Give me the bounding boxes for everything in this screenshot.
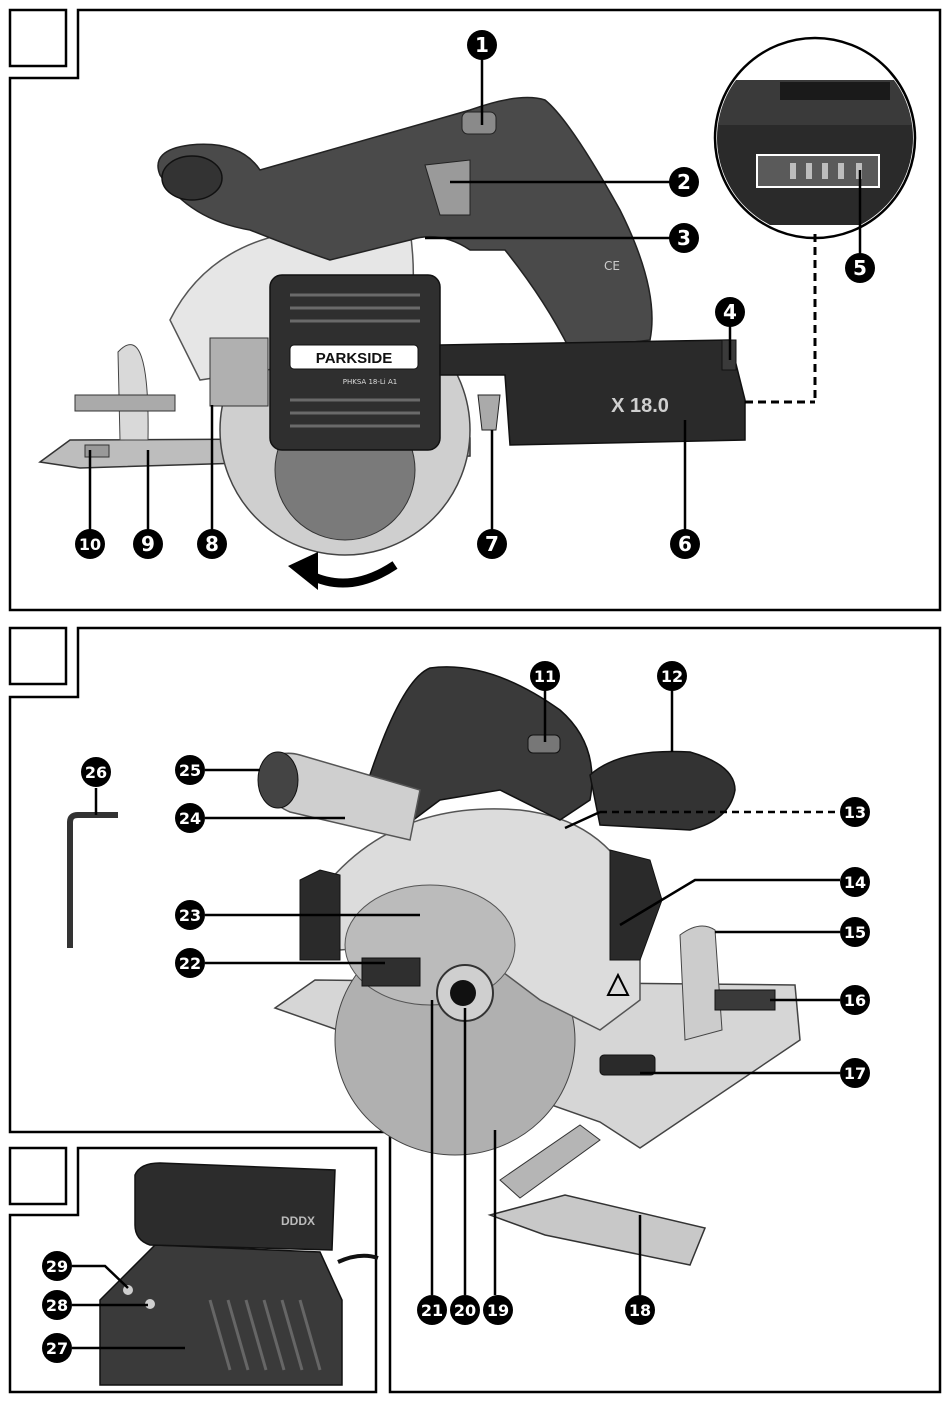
depth-lock-lever xyxy=(478,395,500,430)
callout-29: 29 xyxy=(42,1251,72,1281)
blade-guard-grille xyxy=(210,338,268,406)
parallel-guide xyxy=(490,1195,705,1265)
callout-number: 14 xyxy=(844,873,866,892)
callout-number: 6 xyxy=(678,532,692,556)
callout-12: 12 xyxy=(657,661,687,691)
blade-screw xyxy=(450,980,476,1006)
callout-5: 5 xyxy=(845,253,875,283)
callout-number: 9 xyxy=(141,532,155,556)
ce-mark: CE xyxy=(604,259,620,273)
auxiliary-handle xyxy=(590,751,735,830)
brand-name: PARKSIDE xyxy=(316,350,392,367)
switch-lock-button xyxy=(462,112,496,134)
extraction-port xyxy=(258,752,298,808)
callout-11: 11 xyxy=(530,661,560,691)
bevel-plate xyxy=(680,926,722,1040)
callout-number: 17 xyxy=(844,1064,866,1083)
callout-number: 22 xyxy=(179,954,201,973)
callout-number: 12 xyxy=(661,667,683,686)
magnifier-inset xyxy=(715,38,915,402)
battery-mark: X 18.0 xyxy=(611,395,669,417)
callout-number: 15 xyxy=(844,923,866,942)
callout-number: 11 xyxy=(534,667,556,686)
callout-16: 16 xyxy=(840,985,870,1015)
callout-10: 10 xyxy=(75,529,105,559)
battery-on-charger xyxy=(135,1163,335,1250)
hex-key xyxy=(70,815,118,948)
callout-19: 19 xyxy=(483,1295,513,1325)
callout-number: 10 xyxy=(79,535,101,554)
auxiliary-handle-knob xyxy=(162,156,222,200)
callout-number: 26 xyxy=(85,763,107,782)
charger-battery-mark: DDDX xyxy=(281,1214,315,1228)
callout-number: 4 xyxy=(723,300,737,324)
callout-number: 27 xyxy=(46,1339,68,1358)
callout-21: 21 xyxy=(417,1295,447,1325)
circular-saw-side-view: PARKSIDE PHKSA 18-Li A1 CE X 18.0 xyxy=(40,98,745,590)
callout-number: 19 xyxy=(487,1301,509,1320)
rotation-arrow xyxy=(310,565,395,583)
callout-22: 22 xyxy=(175,948,205,978)
callout-3: 3 xyxy=(669,223,699,253)
callout-number: 16 xyxy=(844,991,866,1010)
callout-number: 8 xyxy=(205,532,219,556)
callout-13: 13 xyxy=(840,797,870,827)
callout-number: 29 xyxy=(46,1257,68,1276)
callout-number: 18 xyxy=(629,1301,651,1320)
callout-number: 25 xyxy=(179,761,201,780)
callout-20: 20 xyxy=(450,1295,480,1325)
figure-number-box-1 xyxy=(10,10,66,66)
callout-number: 21 xyxy=(421,1301,443,1320)
callout-28: 28 xyxy=(42,1290,72,1320)
circular-saw-front-view xyxy=(258,667,800,1265)
rotation-arrowhead xyxy=(288,552,318,590)
callout-7: 7 xyxy=(477,529,507,559)
callout-26: 26 xyxy=(81,757,111,787)
bevel-scale xyxy=(118,345,148,440)
model-number: PHKSA 18-Li A1 xyxy=(343,378,397,386)
callout-25: 25 xyxy=(175,755,205,785)
battery-charger: DDDX xyxy=(100,1163,378,1385)
callout-number: 20 xyxy=(454,1301,476,1320)
callout-number: 5 xyxy=(853,256,867,280)
callout-14: 14 xyxy=(840,867,870,897)
callout-number: 13 xyxy=(844,803,866,822)
bevel-lock xyxy=(715,990,775,1010)
callout-8: 8 xyxy=(197,529,227,559)
callout-number: 7 xyxy=(485,532,499,556)
charger-cable xyxy=(338,1256,378,1262)
parallel-guide-screw xyxy=(75,395,175,411)
callout-number: 2 xyxy=(677,170,691,194)
callout-17: 17 xyxy=(840,1058,870,1088)
callout-18: 18 xyxy=(625,1295,655,1325)
callout-number: 1 xyxy=(475,33,489,57)
callout-9: 9 xyxy=(133,529,163,559)
callout-27: 27 xyxy=(42,1333,72,1363)
callout-23: 23 xyxy=(175,900,205,930)
figure-number-box-3 xyxy=(10,1148,66,1204)
callout-2: 2 xyxy=(669,167,699,197)
callout-24: 24 xyxy=(175,803,205,833)
figure-number-box-2 xyxy=(10,628,66,684)
callout-number: 3 xyxy=(677,226,691,250)
callout-number: 23 xyxy=(179,906,201,925)
callout-15: 15 xyxy=(840,917,870,947)
callout-6: 6 xyxy=(670,529,700,559)
callout-1: 1 xyxy=(467,30,497,60)
cut-indicator xyxy=(85,445,109,457)
callout-4: 4 xyxy=(715,297,745,327)
callout-number: 28 xyxy=(46,1296,68,1315)
callout-number: 24 xyxy=(179,809,201,828)
